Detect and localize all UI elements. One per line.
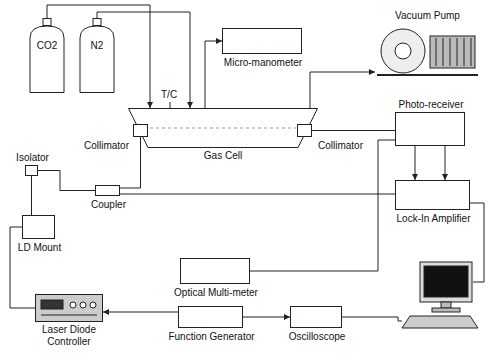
part-label: Lock-In Amplifier [396,213,472,225]
data-wire [470,203,484,282]
motor-fin [450,38,451,66]
monitor-stand [441,302,451,308]
connector-line [120,194,395,195]
gas-cell: Gas Cell [128,108,318,148]
part-label: LD Mount [17,242,62,254]
motor-fin [464,38,465,66]
coupler-box: Coupler [95,185,120,196]
monitor-base [432,308,460,312]
gas-cylinder: CO2 [28,18,66,93]
connector-line [415,146,416,180]
pump-wheel [381,29,425,73]
pump-base [377,74,478,76]
collimator-box: Collimator [297,124,312,137]
connector-line [103,312,178,313]
manometer-box: Micro-manometer [222,28,302,54]
controller-knob [90,302,96,308]
cylinder-outline [28,18,66,93]
vacuum-pump: Vacuum Pump [375,24,480,78]
connector-line [205,41,222,108]
cylinder-body [30,26,64,93]
controller-case [36,295,103,322]
part-label: CO2 [36,40,59,52]
pump-motor [430,36,475,68]
part-label: Collimator [317,140,364,152]
thermocouple-lead [170,102,171,108]
data-wire [342,317,402,321]
cylinder-body [80,26,114,93]
connector-line [445,146,446,180]
connector-line [312,130,395,131]
part-label: Laser Diode Controller [31,324,107,348]
lock-in-box: Lock-In Amplifier [395,180,470,210]
isolator-box: Isolator [25,165,38,176]
oscilloscope-box: Oscilloscope [290,306,342,328]
collimator-box: Collimator [133,124,148,137]
part-label: Optical Multi-meter [173,287,259,299]
part-label: Collimator [83,140,130,152]
gas-cylinder: N2 [78,18,116,93]
function-generator-box: Function Generator [178,306,243,328]
part-label: Gas Cell [203,150,243,162]
controller-knob [80,302,86,308]
controller-knob [70,302,76,308]
connector-line [31,176,32,215]
beam-path [150,128,296,129]
controller-display [41,300,63,309]
part-label: Photo-receiver [397,99,464,111]
part-label: Oscilloscope [288,331,347,343]
connector-line [10,227,35,308]
ld-mount-box: LD Mount [22,215,55,239]
laser-controller: Laser Diode Controller [35,294,103,322]
part-label: Vacuum Pump [394,10,461,22]
computer-screen [424,266,468,297]
cell-outline [129,109,318,148]
part-label: N2 [90,40,105,52]
cylinder-outline [78,18,116,93]
motor-fin [436,38,437,66]
trap-outline [128,108,318,148]
part-label: Micro-manometer [223,57,303,69]
motor-fin [457,38,458,66]
motor-fin [471,38,472,66]
keyboard [402,316,478,328]
connector-line [38,171,95,191]
pump-outline [375,24,480,78]
sensor-label: T/C [160,89,178,101]
device-outline [35,294,103,322]
cylinder-valve [43,19,51,26]
computer-monitor [420,262,472,302]
part-label: Function Generator [167,331,255,343]
controller-panel-line [41,315,97,316]
photo-receiver-box: Photo-receiver [395,112,465,146]
pump-hub [395,43,411,59]
multimeter-box: Optical Multi-meter [180,258,250,284]
part-label: Coupler [90,199,127,211]
part-label: Isolator [15,152,50,164]
motor-fin [443,38,444,66]
cylinder-valve [93,19,101,26]
connector-line [243,317,290,318]
connector-line [310,72,375,108]
connector-line [250,140,395,271]
